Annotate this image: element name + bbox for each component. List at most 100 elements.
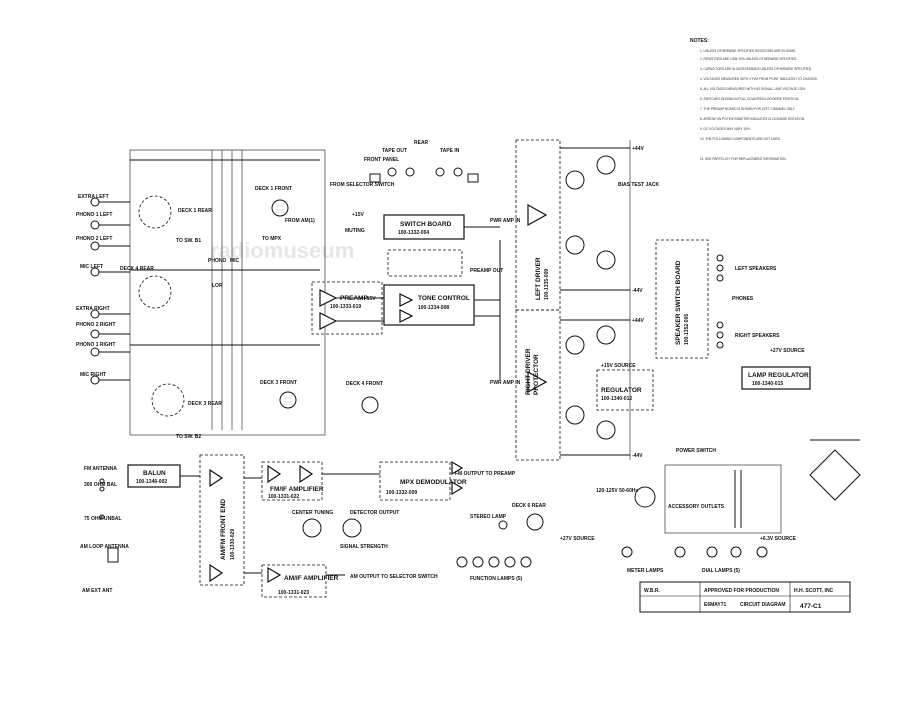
lamp-regulator-board (741, 366, 811, 390)
dial-lamp-row (621, 546, 768, 558)
right-driver-board (515, 309, 561, 461)
note-line: 5. ALL VOLTAGES MEASURED WITH NO SIGNAL,… (700, 87, 806, 91)
note-line: 6. SWITCHES SHOWN IN FULL COUNTERCLOCKWI… (700, 97, 799, 101)
am-if-amp (267, 566, 282, 584)
left-driver-part: 100-1335-009 (544, 269, 550, 300)
transistor-q3 (565, 235, 585, 255)
tone-control-title: TONE CONTROL (418, 295, 470, 302)
pwr-amp-in-left-label: PWR AMP IN (490, 218, 521, 224)
transistor-q103 (565, 405, 585, 425)
power-switch-label: POWER SWITCH (676, 448, 716, 454)
bias-test-jack-label: BIAS TEST JACK (618, 182, 660, 188)
antenna-terminal (99, 478, 105, 484)
deck1-front-switch (271, 199, 289, 217)
tone-control-board (383, 284, 475, 326)
left-driver-title: LEFT DRIVER (535, 257, 542, 300)
regulator-title: REGULATOR (601, 387, 642, 394)
tape-in-label: TAPE IN (440, 148, 460, 154)
speaker-switch-part: 100-1352-005 (684, 314, 690, 345)
input-frame (129, 149, 326, 436)
switch-board-part: 100-1332-004 (398, 230, 429, 236)
fm-if-board (261, 461, 323, 501)
front-panel-jack-r (467, 173, 479, 183)
deck4-front-label: DECK 4 FRONT (346, 381, 383, 387)
deck4-front-switch (361, 396, 379, 414)
transistor-q2 (596, 155, 616, 175)
phono2-right-label: PHONO 2 RIGHT (76, 322, 115, 328)
note-line: 8. ARROW ON POTENTIOMETER INDICATES CLOC… (700, 117, 805, 121)
phono2-left-label: PHONO 2 LEFT (76, 236, 112, 242)
lamp-icon (504, 556, 516, 568)
am-if-board (261, 564, 327, 598)
input-section: EXTRA LEFT PHONO 1 LEFT PHONO 2 LEFT MIC… (76, 149, 383, 440)
note-line: 7. THE PREAMP BOARD IS SHOWN FOR LEFT CH… (700, 107, 796, 111)
tape-in-jack-l (435, 167, 445, 177)
to-sw-b1-label: TO SW. B1 (176, 238, 201, 244)
300-ohm-label: 300 OHM BAL (84, 482, 117, 488)
tape-out-label: TAPE OUT (382, 148, 407, 154)
fm-if-title: FM/IF AMPLIFIER (270, 486, 324, 493)
right-protector-title: PROTECTOR (533, 354, 540, 395)
mpx-amp-l (451, 460, 464, 476)
dial-lamps-label: DIAL LAMPS (5) (702, 568, 740, 574)
right-speakers-label: RIGHT SPEAKERS (735, 333, 780, 339)
minus15v-label: -15V (365, 296, 376, 302)
muting-label: MUTING (345, 228, 365, 234)
lamp-icon (756, 546, 768, 558)
plus15v-sw-label: +15V (352, 212, 364, 218)
deck2-rear-switch (138, 275, 172, 309)
loop-antenna (107, 547, 119, 563)
stereo-lamp-label: STEREO LAMP (470, 514, 507, 520)
right-speaker-terminal-2 (716, 331, 724, 339)
source-6v-label: +6.3V SOURCE (760, 536, 797, 542)
phones-label: PHONES (732, 296, 754, 302)
mpx-board (379, 461, 451, 501)
front-panel-jack-l (369, 173, 381, 183)
am-output-label: AM OUTPUT TO SELECTOR SWITCH (350, 574, 438, 580)
preamp-amp-right (319, 312, 338, 330)
drawn-by: W.B.R. (644, 588, 660, 594)
lamp-icon (706, 546, 718, 558)
plus44v-left-label: +44V (632, 146, 644, 152)
signal-strength-label: SIGNAL STRENGTH (340, 544, 388, 550)
right-speaker-terminal-1 (716, 321, 724, 329)
phono1-right-jack (90, 347, 100, 357)
power-supply-section: POWER SWITCH 120-125V 50-60Hz ACCESSORY … (596, 439, 861, 574)
antenna-terminal (99, 514, 105, 520)
deck3-rear-switch (151, 383, 185, 417)
phono2-right-jack (90, 329, 100, 339)
tape-out-jack-l (387, 167, 397, 177)
left-speaker-terminal-2 (716, 264, 724, 272)
speaker-switch-title: SPEAKER SWITCH BOARD (675, 260, 682, 345)
transistor-q1 (565, 170, 585, 190)
left-speaker-terminal-1 (716, 254, 724, 262)
plus44v-right-label: +44V (632, 318, 644, 324)
date-label: E6MAY71 (704, 602, 727, 608)
pwr-amp-in-right-label: PWR AMP IN (490, 380, 521, 386)
note-line: 9. DC VOLTAGES MAY VARY 10%. (700, 127, 751, 131)
rear-label: REAR (414, 140, 429, 146)
preamp-part: 100-1333-019 (330, 304, 361, 310)
lamp-icon (674, 546, 686, 558)
lamp-icon (621, 546, 633, 558)
tone-amp-right (399, 309, 414, 323)
deck1-rear-switch (138, 195, 172, 229)
am-ext-ant-label: AM EXT ANT (82, 588, 112, 594)
tape-in-jack-r (453, 167, 463, 177)
mic-right-label: MIC RIGHT (80, 372, 106, 378)
deck3-front-switch (279, 391, 297, 409)
front-end-title: AM/FM FRONT END (220, 499, 227, 560)
deck2-rear-label: DECK 4 REAR (120, 266, 154, 272)
lamp-regulator-title: LAMP REGULATOR (748, 372, 809, 379)
right-speaker-terminal-3 (716, 341, 724, 349)
am-rf-amp (209, 563, 224, 583)
deck3-front-label: DECK 3 FRONT (260, 380, 297, 386)
transistor-q104 (596, 420, 616, 440)
am-if-part: 100-1331-023 (278, 590, 309, 596)
balun-title: BALUN (143, 470, 166, 477)
phono1-left-label: PHONO 1 LEFT (76, 212, 112, 218)
center-tuning-label: CENTER TUNING (292, 510, 333, 516)
preamp-amp-left (319, 289, 338, 307)
company-label: H.H. SCOTT, INC (794, 588, 834, 594)
mpx-amp-r (451, 480, 464, 496)
